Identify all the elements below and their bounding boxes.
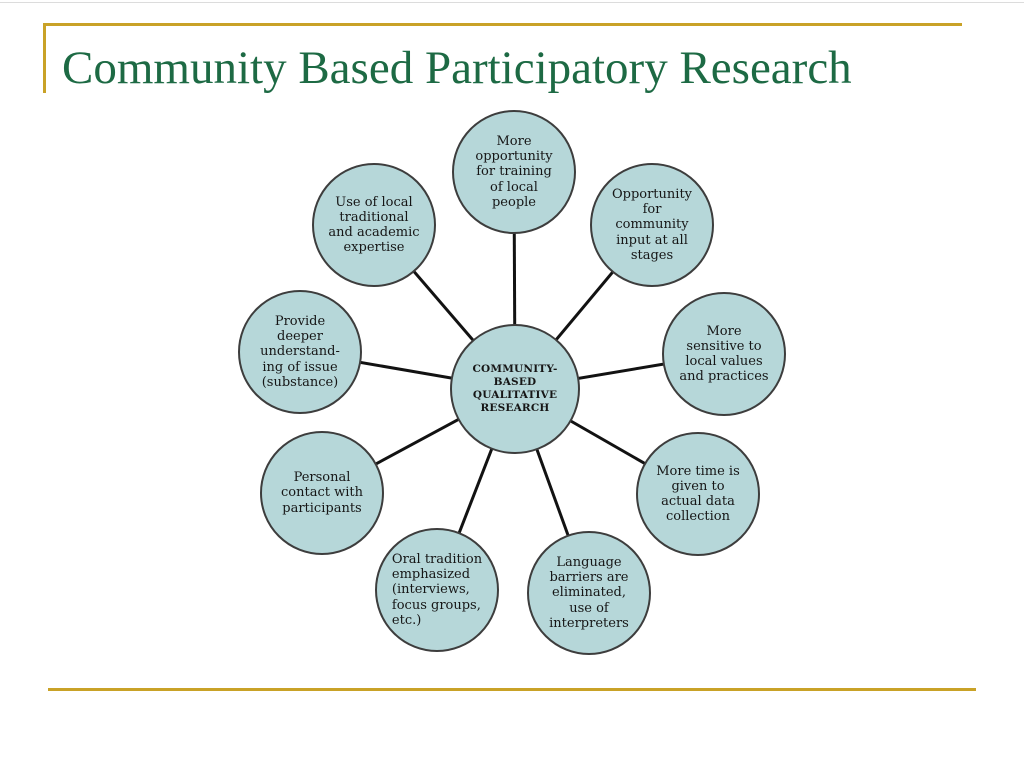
node-community-input: Opportunity for community input at all s… (590, 163, 714, 287)
node-personal-contact: Personal contact with participants (260, 431, 384, 555)
node-deeper-understanding: Provide deeper understand- ing of issue … (238, 290, 362, 414)
node-training-local-people: More opportunity for training of local p… (452, 110, 576, 234)
page-title: Community Based Participatory Research (62, 42, 852, 94)
node-language-barriers: Language barriers are eliminated, use of… (527, 531, 651, 655)
footer-accent-rule (48, 688, 976, 691)
title-accent-rule-left (43, 23, 46, 93)
title-accent-rule-top (43, 23, 962, 26)
hub-node-community-based-qualitative-research: COMMUNITY- BASED QUALITATIVE RESEARCH (450, 324, 580, 454)
slide-top-edge-line (0, 2, 1024, 3)
node-oral-tradition: Oral tradition emphasized (interviews, f… (375, 528, 499, 652)
node-data-collection-time: More time is given to actual data collec… (636, 432, 760, 556)
node-local-expertise: Use of local traditional and academic ex… (312, 163, 436, 287)
node-local-values: More sensitive to local values and pract… (662, 292, 786, 416)
